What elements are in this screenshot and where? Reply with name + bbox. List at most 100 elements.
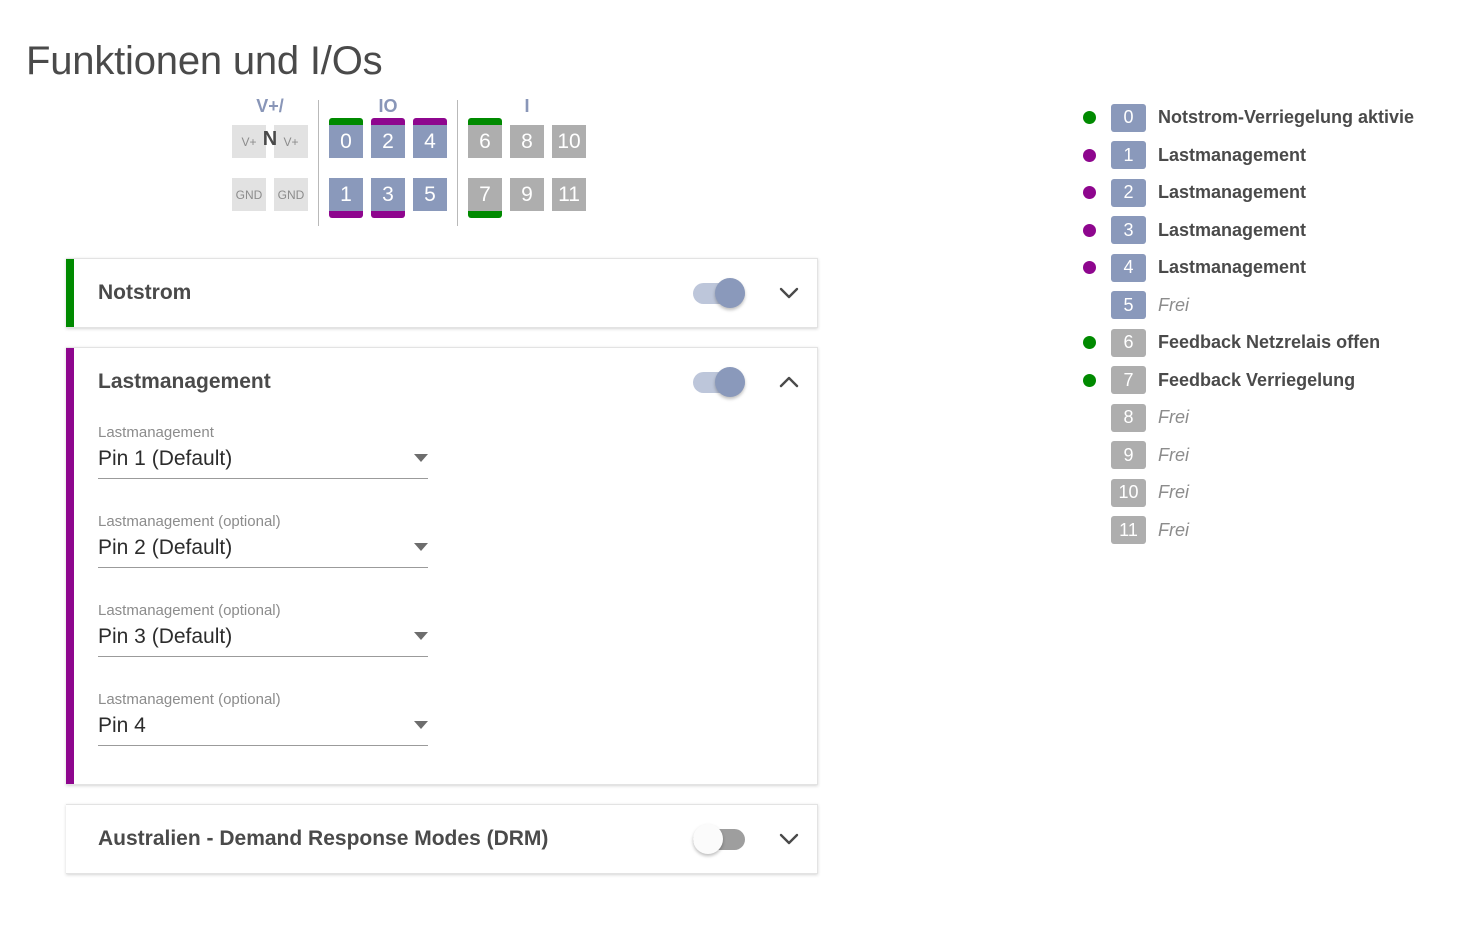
pin-marker-bottom [510,158,544,165]
pin-marker-top [232,171,266,178]
pin-marker-top [510,171,544,178]
pin-GND[interactable]: GND [232,171,266,218]
pin-label: 6 [468,125,502,158]
pin-0[interactable]: 0 [329,118,363,165]
chevron-down-icon[interactable] [779,829,799,849]
pin-group-separator [318,100,319,226]
status-dot-icon [1083,299,1096,312]
pin-marker-top [232,118,266,125]
pin-column: V+ GND [274,118,308,218]
status-dot-icon [1083,261,1096,275]
select-value: Pin 4 [98,714,146,737]
pin-4[interactable]: 4 [413,118,447,165]
pin-3[interactable]: 3 [371,171,405,218]
legend-pin-function: Frei [1158,519,1189,540]
pin-group-separator [457,100,458,226]
pin-label: GND [274,178,308,211]
pin-10[interactable]: 10 [552,118,586,165]
pin-GND[interactable]: GND [274,171,308,218]
card-accent-bar [66,259,74,327]
card-title: Lastmanagement [98,370,271,393]
pin-marker-bottom [413,211,447,218]
chevron-down-icon[interactable] [414,632,428,640]
card-header[interactable]: Australien - Demand Response Modes (DRM) [74,805,817,873]
form-field: Lastmanagement (optional) Pin 3 (Default) [98,602,793,657]
card-header[interactable]: Notstrom [74,259,817,327]
pin-marker-bottom [552,158,586,165]
pin-label: 2 [371,125,405,158]
pin-marker-top [552,171,586,178]
legend-pin-number: 11 [1111,516,1146,545]
pin-select-1[interactable]: Pin 1 (Default) [98,447,428,479]
pin-label: 4 [413,125,447,158]
enable-toggle-notstrom[interactable] [693,278,745,308]
toggle-thumb [715,278,745,308]
pin-marker-top [274,118,308,125]
pin-1[interactable]: 1 [329,171,363,218]
chevron-down-icon[interactable] [414,454,428,462]
field-label: Lastmanagement [98,424,214,441]
field-label: Lastmanagement (optional) [98,602,281,619]
chevron-up-icon[interactable] [779,372,799,392]
pin-group-header: I [524,96,530,116]
legend-pin-function: Lastmanagement [1158,219,1307,240]
pin-9[interactable]: 9 [510,171,544,218]
pin-label: 11 [552,178,586,211]
status-dot-icon [1083,186,1096,200]
enable-toggle-lastmanagement[interactable] [693,367,745,397]
chevron-down-icon[interactable] [779,283,799,303]
chevron-down-icon[interactable] [414,543,428,551]
pin-2[interactable]: 2 [371,118,405,165]
pin-group-header: IO [378,96,398,116]
enable-toggle-drm[interactable] [693,824,745,854]
legend-pin-number: 4 [1111,253,1146,282]
pin-7[interactable]: 7 [468,171,502,218]
pin-marker-bottom [232,211,266,218]
card-title: Notstrom [98,281,192,304]
legend-pin-number: 3 [1111,216,1146,245]
pin-marker-bottom [329,211,363,218]
status-dot-icon [1083,524,1096,537]
pin-select-2[interactable]: Pin 2 (Default) [98,536,428,568]
status-dot-icon [1083,449,1096,462]
legend-pin-number: 1 [1111,141,1146,170]
status-dot-icon [1083,411,1096,424]
pin-group-header: V+/ [256,96,284,116]
pin-select-4[interactable]: Pin 4 [98,714,428,746]
status-dot-icon [1083,336,1096,350]
legend-pin-number: 6 [1111,328,1146,357]
legend-pin-function: Feedback Netzrelais offen [1158,332,1381,353]
legend-row: 6 Feedback Netzrelais offen [1083,324,1479,362]
pin-marker-bottom [510,211,544,218]
pin-6[interactable]: 6 [468,118,502,165]
pin-V+[interactable]: V+ [232,118,266,165]
legend-pin-function: Frei [1158,407,1189,428]
pin-5[interactable]: 5 [413,171,447,218]
pin-marker-bottom [413,158,447,165]
pin-8[interactable]: 8 [510,118,544,165]
chevron-down-icon[interactable] [414,721,428,729]
form-field: Lastmanagement (optional)Pin 2 (Default) [98,513,793,568]
pin-select-3[interactable]: Pin 3 (Default) [98,625,428,657]
pin-label: V+ [232,125,266,158]
card-header[interactable]: Lastmanagement [74,348,817,416]
card-body: Australien - Demand Response Modes (DRM) [74,805,817,873]
pin-V+[interactable]: V+ [274,118,308,165]
pin-11[interactable]: 11 [552,171,586,218]
function-card-notstrom: Notstrom [66,258,818,328]
